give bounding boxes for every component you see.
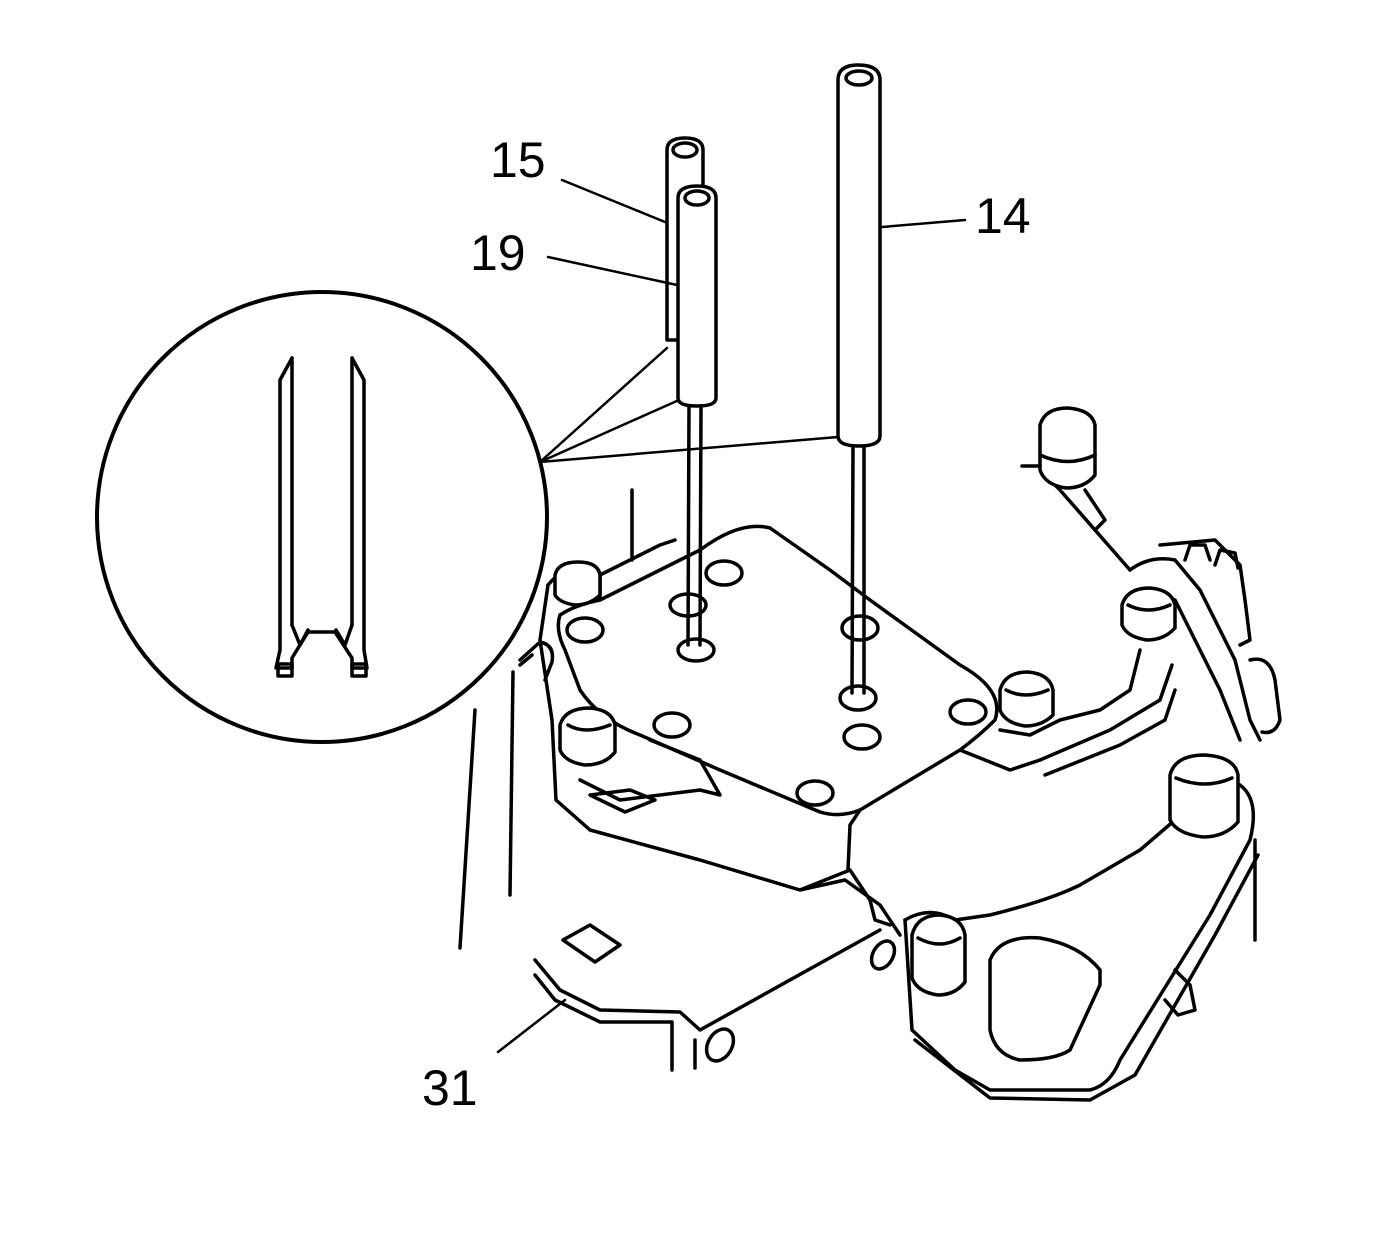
callout-19: 19	[470, 225, 526, 281]
bolt-top-right-connector	[1020, 406, 1097, 490]
callout-leaders	[496, 178, 967, 1054]
bolt-right-upper	[1120, 586, 1177, 642]
bolt-right-lower	[1168, 753, 1240, 839]
bolt-lower-left	[558, 706, 617, 767]
leader-19	[546, 255, 679, 287]
pin-profile-detail	[274, 356, 369, 678]
pin-14	[836, 63, 882, 695]
leader-31	[496, 998, 567, 1054]
bolt-heads	[553, 406, 1240, 997]
leader-15	[560, 178, 667, 224]
callout-labels: 15 19 14 31	[422, 132, 1031, 1116]
callout-31: 31	[422, 1060, 478, 1116]
bolt-upper-left	[553, 560, 602, 607]
callout-14: 14	[975, 188, 1031, 244]
callout-15: 15	[490, 132, 546, 188]
detail-leader-lines	[538, 346, 840, 464]
detail-inset	[95, 290, 549, 744]
leader-14	[880, 218, 967, 229]
pin-19	[676, 184, 718, 647]
valve-body-housing	[458, 478, 1282, 1102]
bolt-bottom-center	[910, 913, 967, 997]
bolt-middle	[998, 670, 1055, 728]
